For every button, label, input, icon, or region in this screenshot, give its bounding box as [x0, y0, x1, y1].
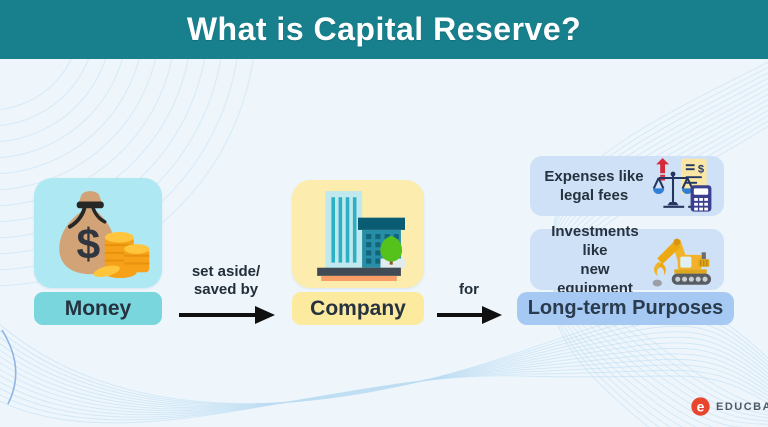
company-buildings-icon: [317, 191, 405, 281]
expenses-line2: legal fees: [559, 187, 629, 204]
arrow1-right-icon: [179, 306, 275, 324]
expenses-line1: Expenses like: [544, 168, 644, 185]
company-label: Company: [310, 296, 406, 320]
money-label: Money: [64, 296, 132, 320]
arrow1-label: set aside/ saved by: [176, 263, 276, 299]
educba-logo-icon: e: [691, 397, 710, 416]
investments-line1: Investments like: [551, 222, 639, 259]
arrow1-label-line1: set aside/: [191, 263, 261, 280]
brand-name: EDUCBA: [716, 400, 768, 413]
svg-text:e: e: [697, 398, 705, 414]
investments-text: Investments like new equipment: [542, 222, 648, 298]
expenses-box: Expenses like legal fees $: [530, 156, 724, 216]
brand-logo: e EDUCBA: [690, 396, 768, 417]
page-title: What is Capital Reserve?: [186, 11, 582, 47]
arrow2-right-icon: [437, 306, 502, 324]
header-bar: What is Capital Reserve?: [0, 0, 768, 59]
company-tile: [292, 180, 424, 288]
investments-box: Investments like new equipment: [530, 223, 724, 297]
money-bag-coins-icon: $: [59, 191, 150, 279]
expenses-text: Expenses like legal fees: [542, 167, 646, 205]
svg-text:$: $: [76, 221, 100, 269]
legal-scale-calculator-icon: $: [652, 158, 712, 212]
arrow1-label-line2: saved by: [193, 281, 259, 298]
svg-text:$: $: [698, 163, 705, 175]
money-tile: $: [34, 178, 162, 288]
longterm-purposes-box: Long-term Purposes: [517, 292, 734, 325]
arrow2-label-text: for: [459, 281, 479, 298]
money-label-box: Money: [34, 292, 162, 325]
longterm-purposes-label: Long-term Purposes: [527, 297, 724, 319]
company-label-box: Company: [292, 292, 424, 325]
arrow2-label: for: [436, 281, 502, 299]
excavator-icon: [652, 238, 711, 286]
